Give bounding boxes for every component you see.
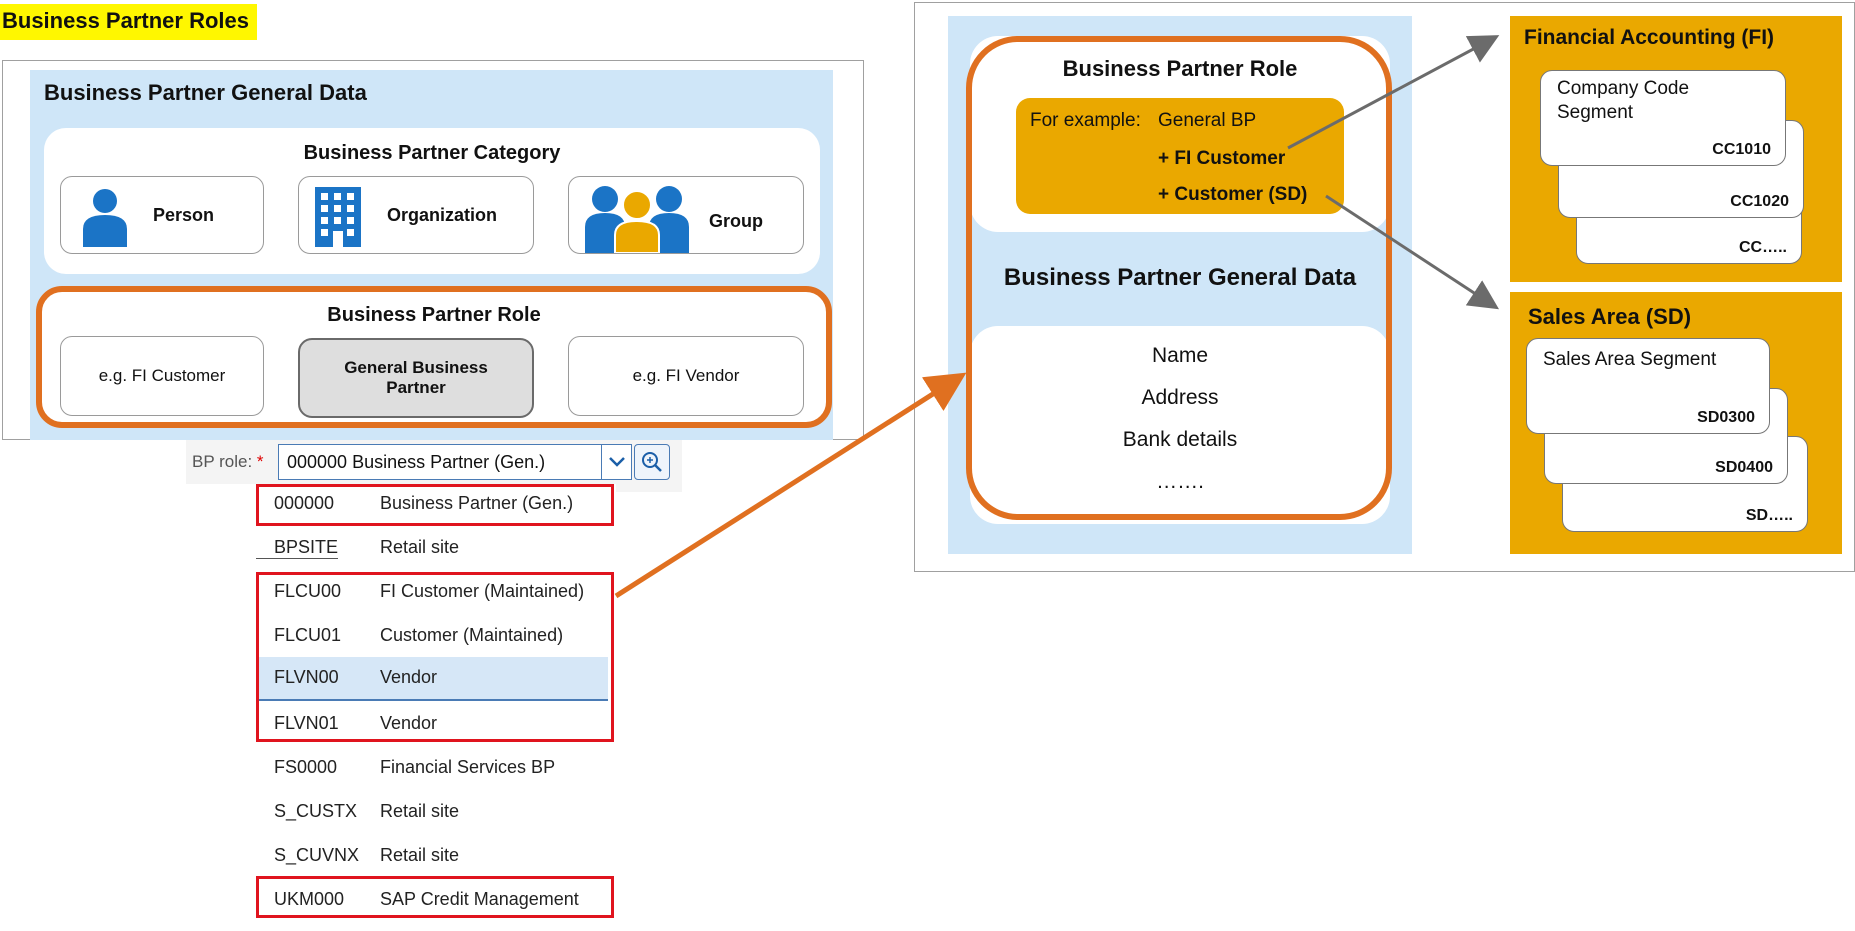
page-title: Business Partner Roles (0, 4, 257, 40)
dropdown-item-desc: FI Customer (Maintained) (380, 581, 585, 601)
dropdown-item-code: FS0000 (274, 757, 338, 777)
bp-role-label: BP role: * (192, 452, 264, 472)
bp-role-dropdown-button[interactable] (602, 444, 632, 480)
highlight-gen-bp (256, 484, 614, 526)
bp-role-value-help-button[interactable] (634, 444, 670, 480)
fi-segment-code: CC1010 (1712, 141, 1771, 158)
dropdown-item-code: FLVN00 (274, 667, 339, 687)
category-person[interactable]: Person (60, 176, 264, 254)
group-icon (585, 186, 689, 253)
dropdown-item-code: S_CUSTX (274, 801, 358, 821)
general-item-bank-details: Bank details (1122, 428, 1238, 451)
category-label-organization: Organization (387, 205, 498, 225)
highlight-credit-mgmt (256, 876, 614, 918)
fi-segment-label: Company Code Segment (1557, 78, 1690, 123)
building-icon (315, 187, 361, 247)
search-icon (642, 452, 662, 472)
category-label-person: Person (153, 205, 215, 225)
dropdown-item-code: UKM000 (274, 889, 345, 909)
dropdown-item-desc: Customer (Maintained) (380, 625, 564, 645)
role-title: Business Partner Role (327, 304, 541, 326)
category-label-group: Group (709, 211, 763, 231)
dropdown-item-desc: Retail site (380, 537, 460, 557)
example-line-customer-sd: + Customer (SD) (1158, 184, 1308, 205)
dropdown-item[interactable]: 000000 Business Partner (Gen.) (256, 483, 608, 523)
fi-segment-1: Company Code Segment CC1010 (1540, 70, 1786, 166)
role-fi-vendor[interactable]: e.g. FI Vendor (568, 336, 804, 416)
highlight-fi-sd-roles (256, 572, 614, 742)
dropdown-item[interactable]: S_CUVNX Retail site (256, 835, 608, 875)
example-line-general-bp: General BP (1158, 110, 1257, 131)
bp-role-label-text: BP role: (192, 452, 253, 471)
dropdown-item-desc: Vendor (380, 667, 438, 687)
right-orange-frame (966, 36, 1392, 520)
right-role-title: Business Partner Role (1062, 56, 1298, 81)
dropdown-item[interactable]: S_CUSTX Retail site (256, 791, 608, 831)
category-group[interactable]: Group (568, 176, 804, 254)
dropdown-item-selected[interactable]: FLVN00 Vendor (256, 657, 608, 701)
right-general-items-box (970, 326, 1390, 524)
dropdown-item-desc: SAP Credit Management (380, 889, 579, 909)
sd-segment-code: SD0300 (1697, 409, 1755, 426)
required-mark: * (256, 452, 264, 471)
example-line-fi-customer: + FI Customer (1158, 148, 1286, 169)
sd-title: Sales Area (SD) (1528, 304, 1692, 329)
general-item-ellipsis: ……. (1156, 470, 1204, 493)
general-item-address: Address (1141, 386, 1219, 409)
general-item-name: Name (1151, 344, 1209, 367)
dropdown-item-desc: Business Partner (Gen.) (380, 493, 574, 513)
dropdown-item[interactable]: FLCU01 Customer (Maintained) (256, 615, 608, 655)
chevron-down-icon (608, 457, 625, 467)
dropdown-item[interactable]: FS0000 Financial Services BP (256, 747, 608, 787)
role-general-business-partner[interactable]: General Business Partner (298, 338, 534, 418)
sd-segment-1: Sales Area Segment SD0300 (1526, 338, 1770, 434)
fi-segment-code: CC1020 (1730, 193, 1789, 210)
right-general-title: Business Partner General Data (1003, 264, 1357, 291)
dropdown-item-code: FLVN01 (274, 713, 339, 733)
fi-segment-code: CC….. (1739, 239, 1787, 256)
dropdown-item-desc: Vendor (380, 713, 438, 733)
dropdown-item[interactable]: FLVN01 Vendor (256, 703, 608, 743)
role-fi-customer[interactable]: e.g. FI Customer (60, 336, 264, 416)
person-icon (83, 189, 127, 247)
sd-segment-label: Sales Area Segment (1543, 349, 1717, 370)
dropdown-item-desc: Retail site (380, 801, 460, 821)
category-title: Business Partner Category (303, 142, 561, 164)
sd-segment-code: SD0400 (1715, 459, 1773, 476)
dropdown-item-code: S_CUVNX (274, 845, 360, 865)
dropdown-item-code: 000000 (274, 493, 335, 513)
example-prefix: For example: (1030, 110, 1141, 131)
dropdown-item-desc: Retail site (380, 845, 460, 865)
dropdown-item[interactable]: FLCU00 FI Customer (Maintained) (256, 571, 608, 611)
dropdown-item-desc: Financial Services BP (380, 757, 556, 777)
dropdown-item-code: FLCU01 (274, 625, 342, 645)
dropdown-item[interactable]: BPSITE Retail site (256, 527, 608, 567)
bp-role-input[interactable]: 000000 Business Partner (Gen.) (278, 444, 602, 480)
fi-title: Financial Accounting (FI) (1524, 26, 1775, 49)
sd-segment-code: SD….. (1745, 507, 1793, 524)
dropdown-item[interactable]: UKM000 SAP Credit Management (256, 879, 608, 919)
dropdown-item-code: BPSITE (256, 537, 339, 559)
left-panel-title: Business Partner General Data (44, 80, 367, 105)
dropdown-item-code: FLCU00 (274, 581, 342, 601)
category-organization[interactable]: Organization (298, 176, 534, 254)
